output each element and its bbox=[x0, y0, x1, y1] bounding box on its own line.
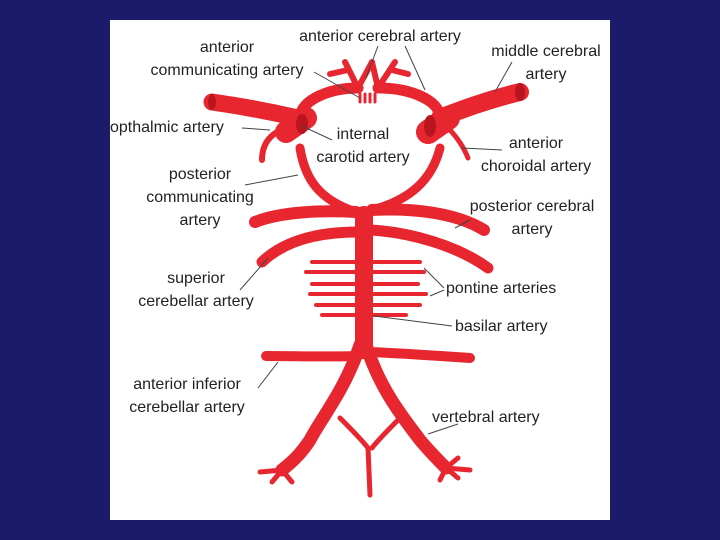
leader-basilar bbox=[374, 316, 452, 326]
anterior-choroidal-artery bbox=[448, 128, 468, 158]
label-anterior-inferior-cerebellar-artery: anterior inferior cerebellar artery bbox=[116, 373, 258, 419]
anterior-communicating-artery bbox=[360, 94, 375, 102]
right-anterior-cerebral-artery bbox=[378, 88, 440, 118]
label-pontine-arteries: pontine arteries bbox=[446, 277, 556, 300]
left-middle-cerebral-artery bbox=[212, 102, 298, 118]
label-basilar-artery: basilar artery bbox=[455, 315, 547, 338]
label-posterior-communicating-artery: posterior communicating artery bbox=[136, 163, 264, 232]
leader-opthalmic bbox=[242, 128, 270, 130]
left-superior-cerebellar-artery bbox=[262, 232, 358, 262]
label-middle-cerebral-artery: middle cerebral artery bbox=[482, 40, 610, 86]
label-vertebral-artery: vertebral artery bbox=[432, 406, 540, 429]
leader-aica bbox=[258, 362, 278, 388]
label-anterior-cerebral-artery: anterior cerebral artery bbox=[285, 25, 475, 48]
left-vertebral-artery bbox=[282, 345, 360, 470]
leader-pontine bbox=[424, 268, 444, 296]
label-superior-cerebellar-artery: superior cerebellar artery bbox=[126, 267, 266, 313]
left-posterior-cerebral-artery bbox=[255, 211, 356, 222]
label-posterior-cerebral-artery: posterior cerebral artery bbox=[458, 195, 606, 241]
right-aica bbox=[370, 352, 470, 358]
label-opthalmic-artery: opthalmic artery bbox=[110, 116, 224, 139]
label-internal-carotid-artery: internal carotid artery bbox=[306, 123, 420, 169]
label-anterior-choroidal-artery: anterior choroidal artery bbox=[470, 132, 602, 178]
anterior-spinal-artery bbox=[340, 418, 400, 495]
